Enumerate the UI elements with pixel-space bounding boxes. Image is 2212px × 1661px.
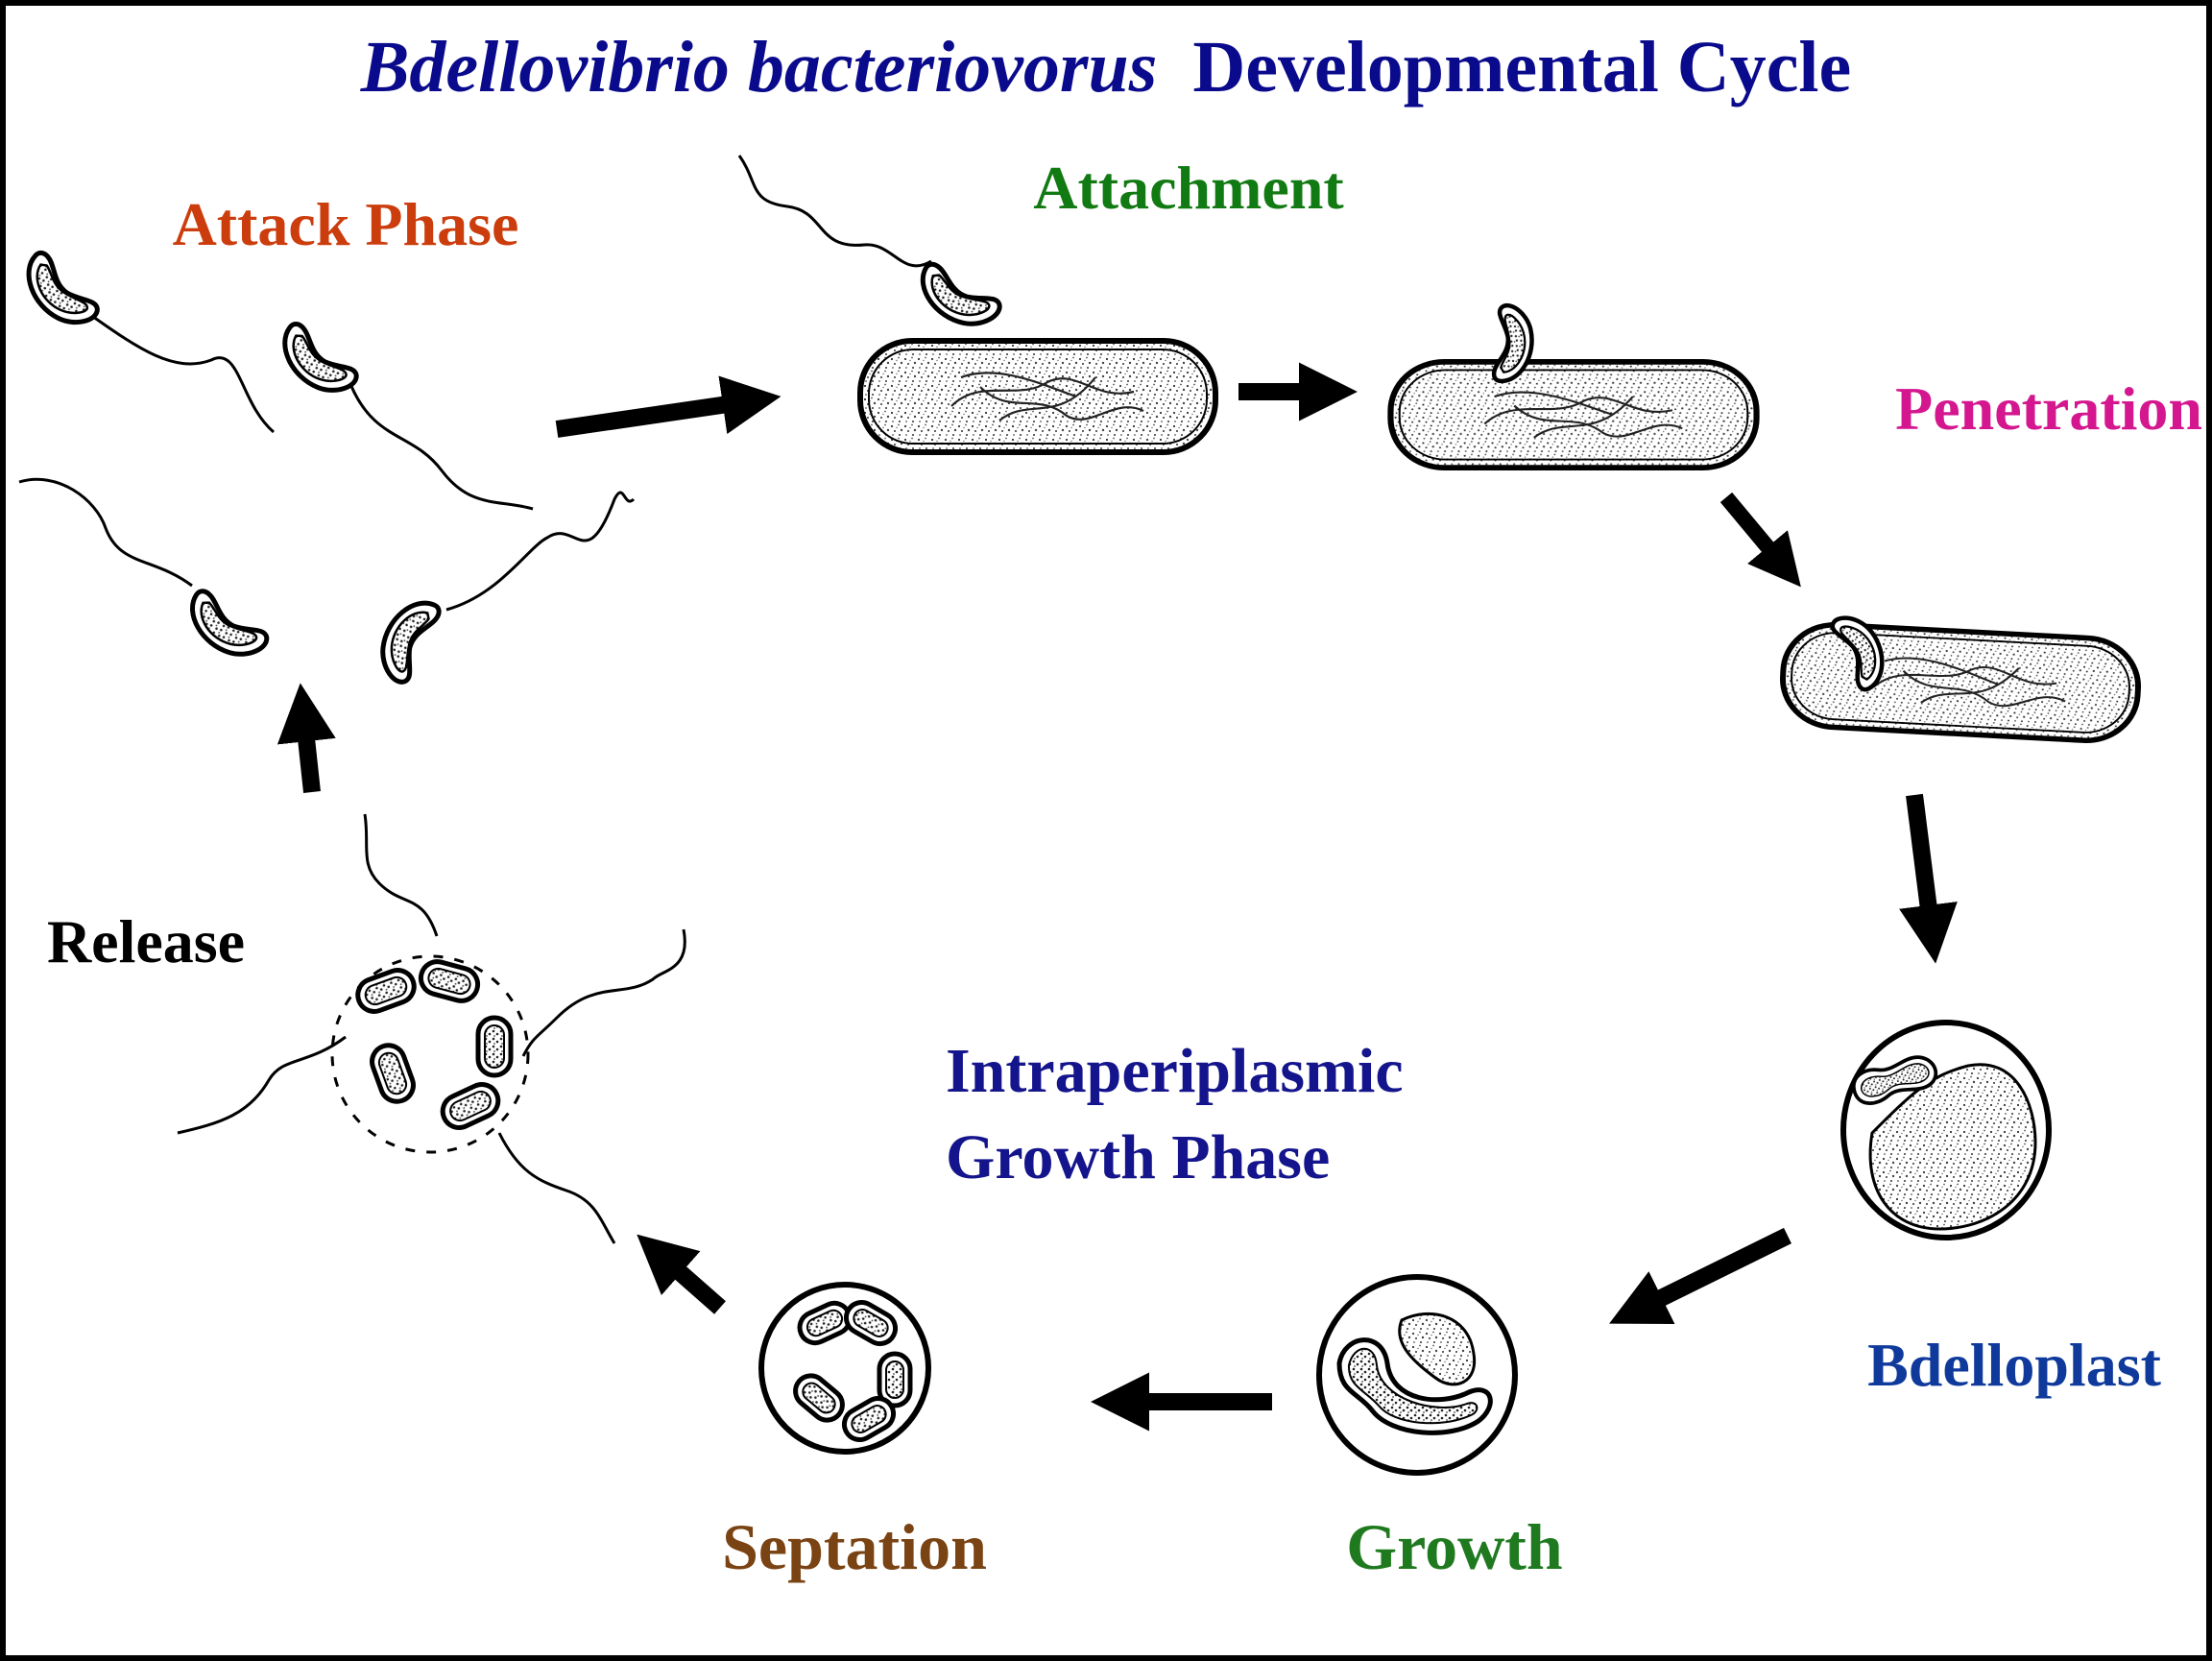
label-release: Release <box>47 907 245 975</box>
label-intraperiplasmic-line1: Intraperiplasmic <box>946 1036 1404 1106</box>
arrow-release-to-attack <box>276 683 336 793</box>
attack-cell-1 <box>25 245 275 434</box>
arrow-attack-to-attachment <box>555 375 781 438</box>
label-intraperiplasmic-line2: Growth Phase <box>946 1122 1330 1192</box>
diagram-title: Bdellovibrio bacteriovorus Developmental… <box>360 27 1852 108</box>
arrow-penetration-to-bdelloplast <box>1899 793 1958 964</box>
attack-cell-3 <box>18 477 270 667</box>
label-growth: Growth <box>1346 1510 1562 1583</box>
attack-cell-2 <box>279 312 534 511</box>
bdelloplast-cell <box>1840 1020 2052 1240</box>
release-stage-cells <box>177 813 686 1244</box>
arrow-bdelloplast-to-growth <box>1609 1227 1791 1325</box>
septation-stage-cell <box>758 1282 931 1455</box>
arrow-septation-to-release <box>637 1234 726 1314</box>
attack-phase-cells <box>18 245 636 686</box>
arrow-penetration-step <box>1719 492 1801 588</box>
label-attachment: Attachment <box>1033 154 1344 222</box>
attachment-stage <box>737 155 1215 452</box>
title-cycle-name: Developmental Cycle <box>1192 27 1851 108</box>
label-septation: Septation <box>722 1510 987 1583</box>
label-penetration: Penetration <box>1895 374 2202 443</box>
title-species-name: Bdellovibrio bacteriovorus <box>360 27 1158 108</box>
growth-stage-cell <box>1316 1274 1518 1476</box>
label-bdelloplast: Bdelloplast <box>1867 1331 2162 1399</box>
attack-cell-4 <box>366 491 636 686</box>
label-attack-phase: Attack Phase <box>173 190 519 258</box>
